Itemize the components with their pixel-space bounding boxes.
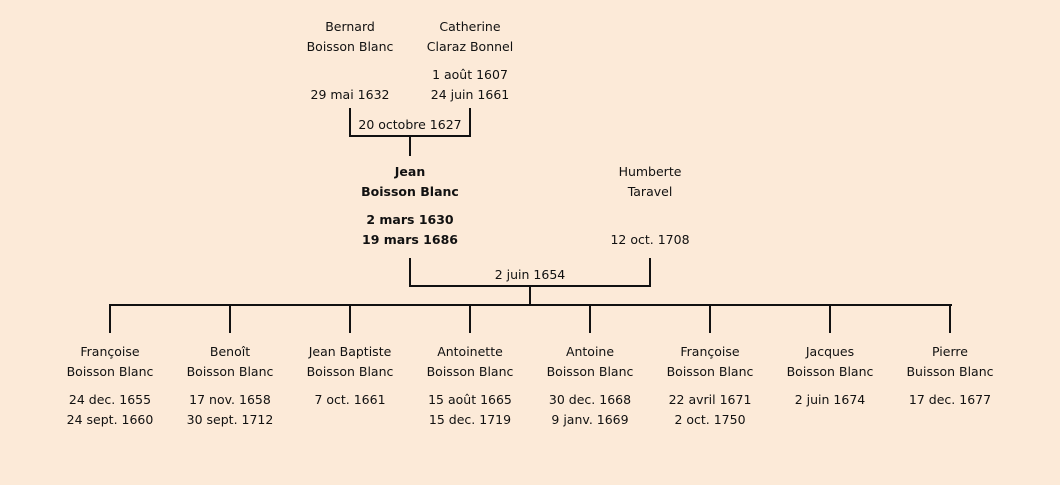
child[interactable]: Antoine Boisson Blanc 30 dec. 1668 9 jan… [510, 342, 670, 430]
first-name: Jacques [805, 344, 855, 359]
last-name: Boisson Blanc [666, 364, 754, 379]
connector-line [529, 285, 531, 306]
connector-line [709, 304, 711, 333]
last-name: Claraz Bonnel [426, 39, 514, 54]
birth-date: 17 dec. 1677 [908, 392, 992, 407]
first-name: Bernard [325, 19, 375, 34]
connector-line [829, 304, 831, 333]
last-name: Taravel [627, 184, 673, 199]
child[interactable]: Pierre Buisson Blanc 17 dec. 1677 [870, 342, 1030, 430]
death-date: 30 sept. 1712 [186, 412, 274, 427]
connector-line [349, 304, 351, 333]
child[interactable]: Jean Baptiste Boisson Blanc 7 oct. 1661 [270, 342, 430, 430]
person-jean[interactable]: Jean Boisson Blanc 2 mars 1630 19 mars 1… [330, 162, 490, 250]
first-name: Françoise [680, 344, 740, 359]
birth-date: 1 août 1607 [432, 67, 508, 82]
birth-date: 17 nov. 1658 [189, 392, 271, 407]
first-name: Françoise [80, 344, 140, 359]
birth-date: 2 juin 1674 [794, 392, 866, 407]
birth-date: 2 mars 1630 [366, 212, 454, 227]
child[interactable]: Françoise Boisson Blanc 22 avril 1671 2 … [630, 342, 790, 430]
child[interactable]: Françoise Boisson Blanc 24 dec. 1655 24 … [30, 342, 190, 430]
first-name: Antoine [565, 344, 615, 359]
last-name: Boisson Blanc [361, 184, 459, 199]
last-name: Boisson Blanc [306, 364, 394, 379]
first-name: Pierre [932, 344, 968, 359]
first-name: Antoinette [437, 344, 503, 359]
connector-line [409, 258, 411, 287]
connector-line [109, 304, 111, 333]
birth-date: 7 oct. 1661 [314, 392, 386, 407]
last-name: Boisson Blanc [186, 364, 274, 379]
last-name: Boisson Blanc [426, 364, 514, 379]
first-name: Jean [394, 164, 426, 179]
death-date: 9 janv. 1669 [551, 412, 629, 427]
first-name: Jean Baptiste [308, 344, 392, 359]
death-date: 12 oct. 1708 [610, 232, 690, 247]
birth-date [570, 210, 730, 230]
child[interactable]: Antoinette Boisson Blanc 15 août 1665 15… [390, 342, 550, 430]
birth-date: 24 dec. 1655 [68, 392, 152, 407]
connector-line [229, 304, 231, 333]
first-name: Humberte [618, 164, 682, 179]
death-date: 19 mars 1686 [362, 232, 458, 247]
person-catherine[interactable]: Catherine Claraz Bonnel 1 août 1607 24 j… [390, 17, 550, 105]
last-name: Boisson Blanc [786, 364, 874, 379]
connector-line [469, 108, 471, 137]
death-date: 24 sept. 1660 [66, 412, 154, 427]
birth-date: 15 août 1665 [428, 392, 512, 407]
connector-line [949, 304, 951, 333]
birth-date: 22 avril 1671 [668, 392, 752, 407]
child[interactable]: Benoît Boisson Blanc 17 nov. 1658 30 sep… [150, 342, 310, 430]
first-name: Benoît [209, 344, 251, 359]
connector-line [649, 258, 651, 287]
child[interactable]: Jacques Boisson Blanc 2 juin 1674 [750, 342, 910, 430]
last-name: Boisson Blanc [546, 364, 634, 379]
connector-line [349, 108, 351, 137]
death-date: 24 juin 1661 [430, 87, 510, 102]
last-name: Boisson Blanc [66, 364, 154, 379]
person-bernard[interactable]: Bernard Boisson Blanc 29 mai 1632 [270, 17, 430, 105]
grandparents-marriage-date: 20 octobre 1627 [358, 117, 462, 132]
last-name: Boisson Blanc [306, 39, 394, 54]
death-date: 15 dec. 1719 [428, 412, 512, 427]
person-humberte[interactable]: Humberte Taravel 12 oct. 1708 [570, 162, 730, 250]
death-date [870, 410, 1030, 430]
last-name: Buisson Blanc [906, 364, 994, 379]
first-name: Catherine [439, 19, 501, 34]
couple-marriage-date: 2 juin 1654 [494, 267, 566, 282]
connector-line [409, 135, 411, 156]
death-date: 2 oct. 1750 [674, 412, 746, 427]
connector-line [589, 304, 591, 333]
connector-line [469, 304, 471, 333]
death-date: 29 mai 1632 [310, 87, 390, 102]
birth-date: 30 dec. 1668 [548, 392, 632, 407]
children-line [109, 304, 952, 306]
